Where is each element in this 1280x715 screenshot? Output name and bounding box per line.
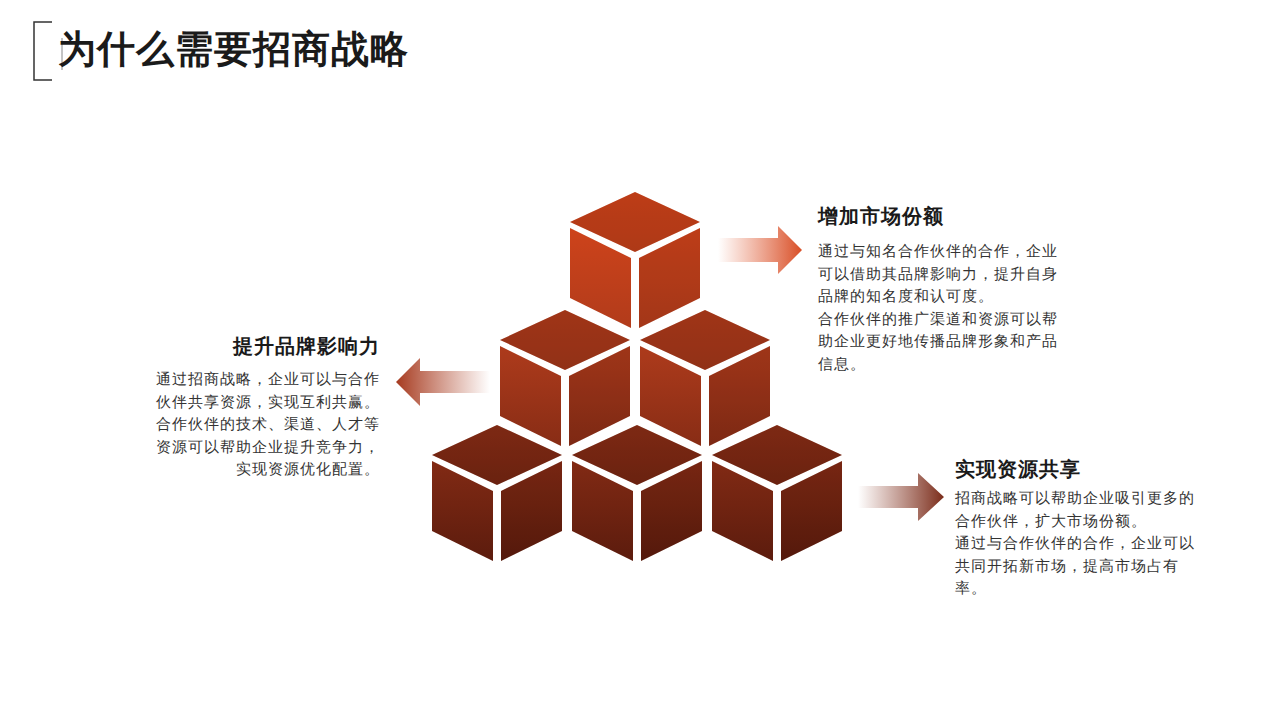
section-body: 通过招商战略，企业可以与合作伙伴共享资源，实现互利共赢。: [150, 368, 380, 413]
cube-face: [712, 461, 773, 561]
cube-face: [639, 228, 700, 328]
section-body: 合作伙伴的推广渠道和资源可以帮助企业更好地传播品牌形象和产品信息。: [818, 308, 1064, 376]
cube-face: [501, 461, 562, 561]
cube-shade: [569, 346, 630, 446]
cube-face: [569, 346, 630, 446]
section-heading: 实现资源共享: [955, 456, 1081, 483]
cube-shade: [501, 461, 562, 561]
cube-pyramid: [432, 192, 842, 561]
section-body: 合作伙伴的技术、渠道、人才等资源可以帮助企业提升竞争力，实现资源优化配置。: [150, 413, 380, 481]
cube-shade: [641, 461, 702, 561]
section-body: 招商战略可以帮助企业吸引更多的合作伙伴，扩大市场份额。: [955, 487, 1201, 532]
cube-shade: [709, 346, 770, 446]
cube-face: [572, 461, 633, 561]
cube-shade: [781, 461, 842, 561]
section-body: 通过与知名合作伙伴的合作，企业可以借助其品牌影响力，提升自身品牌的知名度和认可度…: [818, 240, 1064, 308]
cube-face: [641, 461, 702, 561]
arrow-shape: [396, 358, 490, 406]
section-body: 通过与合作伙伴的合作，企业可以共同开拓新市场，提高市场占有率。: [955, 532, 1201, 600]
cube-face: [709, 346, 770, 446]
cube-shade: [639, 228, 700, 328]
title-bracket: [34, 22, 52, 80]
slide-title: 为什么需要招商战略: [58, 24, 409, 75]
cube-face: [781, 461, 842, 561]
section-heading: 提升品牌影响力: [233, 333, 380, 360]
cube-face: [570, 228, 631, 328]
cube-face: [432, 461, 493, 561]
arrow-shape: [718, 226, 802, 274]
arrow-shape: [858, 473, 944, 521]
section-heading: 增加市场份额: [818, 203, 944, 230]
